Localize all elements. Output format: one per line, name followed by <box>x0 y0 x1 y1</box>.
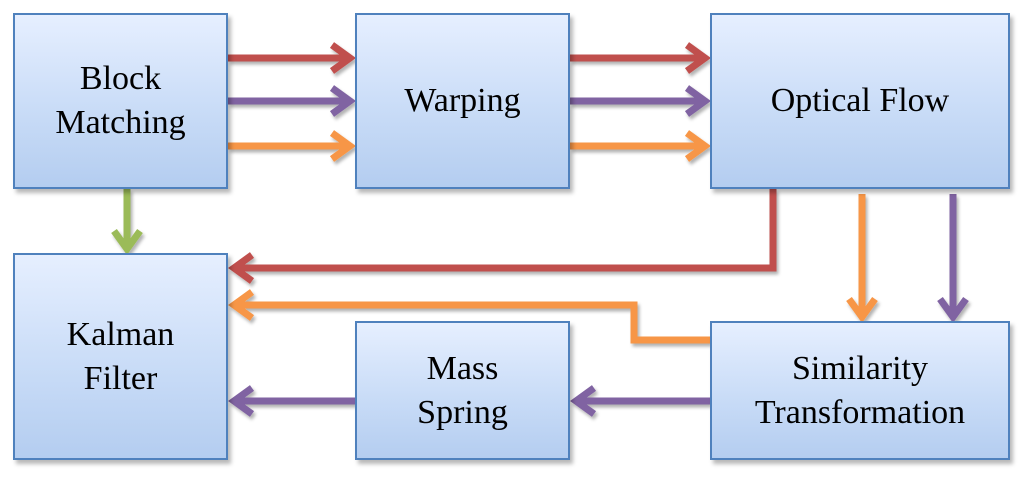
mass-spring-box: Mass Spring <box>355 321 570 460</box>
arrow-red-block-to-warping <box>228 42 356 74</box>
warping-label: Warping <box>404 82 521 119</box>
warping-box: Warping <box>355 13 570 189</box>
similarity-transformation-box: Similarity Transformation <box>710 321 1010 460</box>
arrow-orange-similarity-to-kalman <box>228 289 710 344</box>
kalman-filter-label-line1: Kalman <box>66 315 175 353</box>
block-matching-label-line2: Matching <box>55 104 186 141</box>
block-matching-box: Block Matching <box>13 13 228 189</box>
kalman-filter-label-line2: Filter <box>83 359 158 397</box>
optical-flow-label: Optical Flow <box>770 82 950 119</box>
kalman-filter-box: Kalman Filter <box>13 253 228 460</box>
arrow-orange-optical-to-similarity <box>846 194 878 323</box>
block-matching-label-line1: Block <box>79 60 162 97</box>
mass-spring-label-line2: Spring <box>417 393 508 431</box>
arrow-orange-warping-to-optical <box>570 130 711 162</box>
optical-flow-box: Optical Flow <box>710 13 1010 189</box>
similarity-transformation-label-line2: Transformation <box>754 393 966 431</box>
mass-spring-label-line1: Mass <box>426 349 499 387</box>
arrow-red-warping-to-optical <box>570 42 711 74</box>
arrow-purple-optical-to-similarity <box>937 194 969 323</box>
arrow-orange-block-to-warping <box>228 130 356 162</box>
arrow-purple-warping-to-optical <box>570 85 711 117</box>
arrow-purple-mass-to-kalman <box>228 385 355 417</box>
arrow-red-optical-to-kalman <box>228 189 777 284</box>
arrow-green-block-to-kalman <box>111 189 143 255</box>
similarity-transformation-label-line1: Similarity <box>792 349 928 387</box>
arrow-purple-block-to-warping <box>228 85 356 117</box>
arrow-purple-similarity-to-mass <box>570 385 710 417</box>
